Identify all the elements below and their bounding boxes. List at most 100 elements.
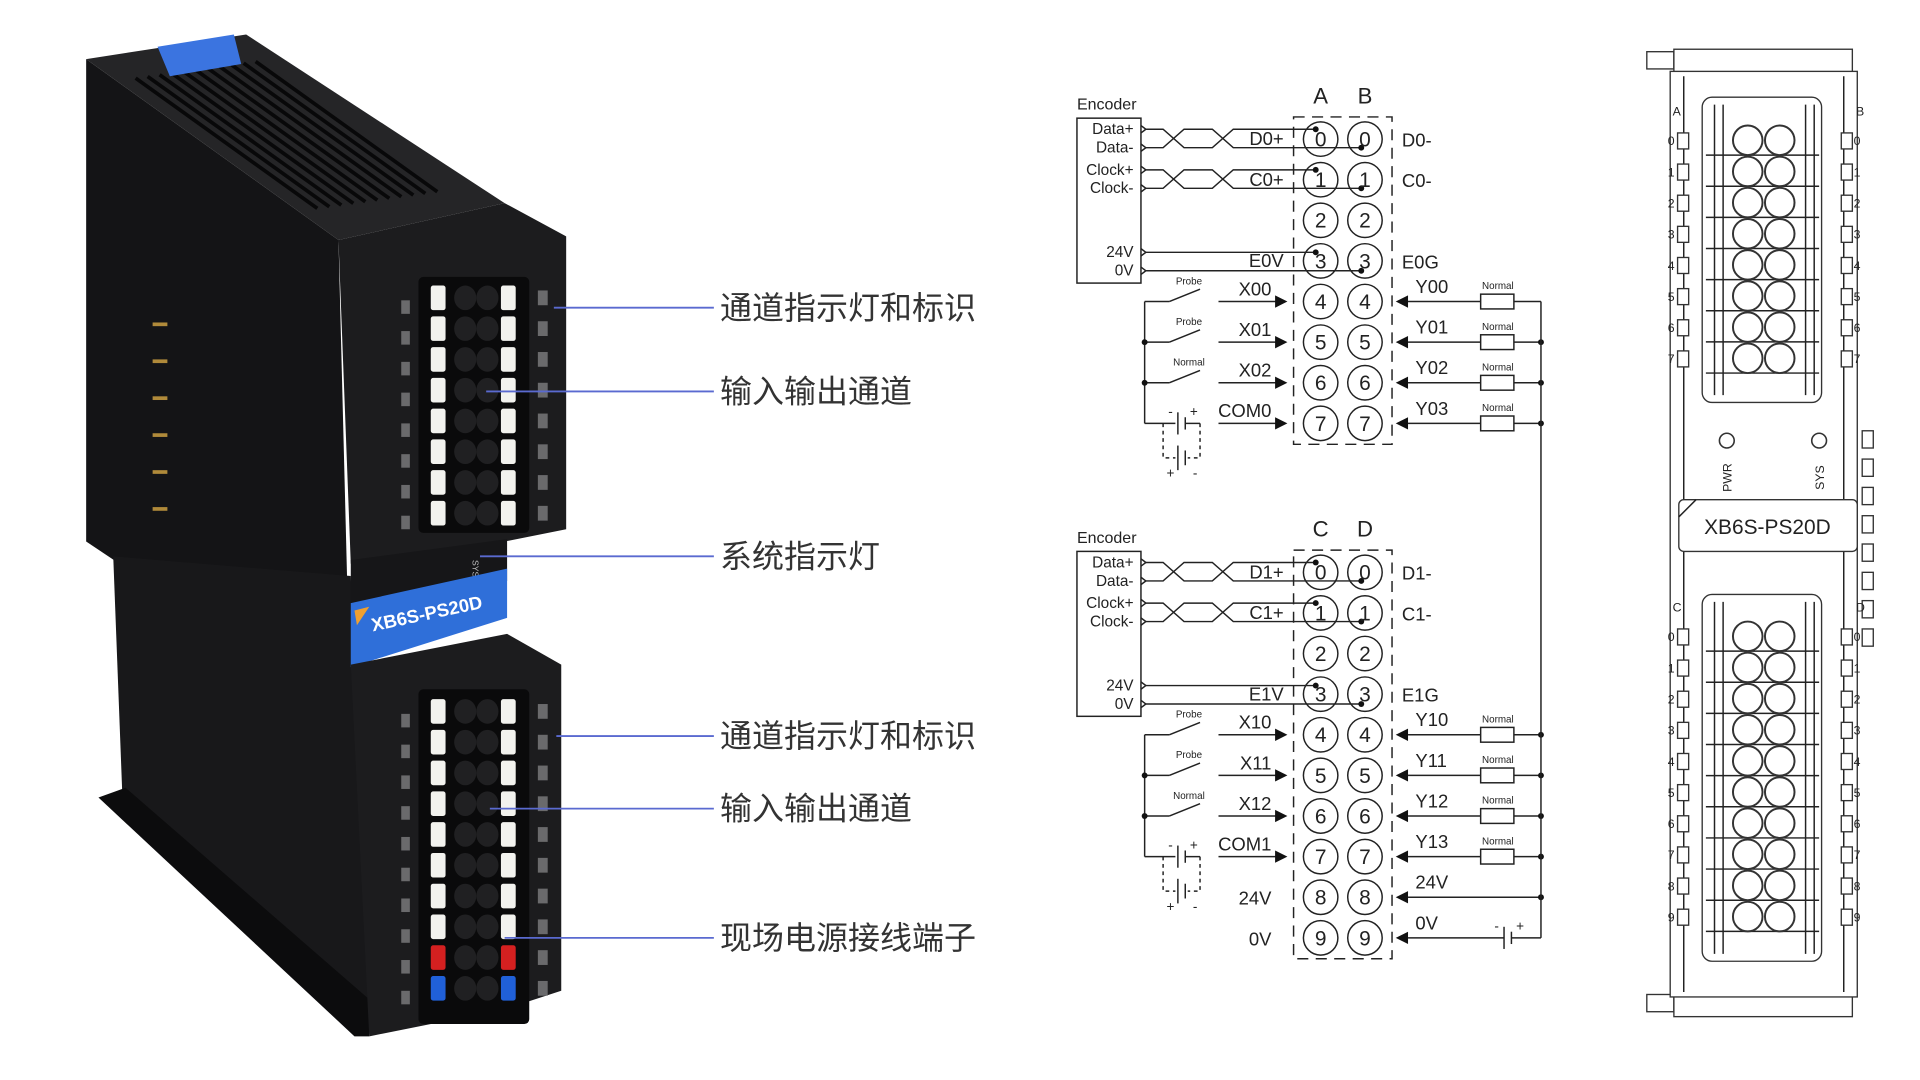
product-photo: SYS XB6S-PS20D <box>86 34 567 1037</box>
release-lever <box>500 791 516 817</box>
wire-entry <box>1731 186 1764 219</box>
terminal-number: 6 <box>1315 805 1327 828</box>
input-label: X01 <box>1239 319 1272 340</box>
release-lever <box>500 976 516 1001</box>
signal-label-right: E1G <box>1402 685 1439 706</box>
channel-led <box>401 836 410 851</box>
output-label: Y00 <box>1415 276 1448 297</box>
battery-minus: - <box>1193 899 1198 914</box>
switch-label: Probe <box>1176 317 1203 328</box>
release-lever <box>430 285 446 311</box>
release-lever <box>500 377 516 403</box>
release-lever <box>430 377 446 403</box>
wire-hole <box>454 852 477 878</box>
junction-dot <box>1141 772 1148 779</box>
channel-led <box>401 867 410 882</box>
load-resistor <box>1479 374 1515 391</box>
wire-hole <box>476 760 499 786</box>
wire-hole <box>454 408 477 434</box>
channel-number: 2 <box>1668 693 1675 707</box>
terminal-number: 7 <box>1359 413 1371 436</box>
channel-led <box>1840 132 1854 150</box>
output-label: Y01 <box>1415 317 1448 338</box>
wire-hole <box>454 760 477 786</box>
terminal <box>1302 121 1339 158</box>
channel-led <box>1840 659 1854 677</box>
vent-slat <box>254 60 439 194</box>
side-connector <box>1861 430 1874 449</box>
arrowhead <box>1395 931 1409 945</box>
encoder-title: Encoder <box>1077 530 1137 547</box>
release-lever <box>430 347 446 372</box>
terminal <box>1302 364 1339 401</box>
channel-led <box>1840 877 1854 895</box>
switch-contact <box>1168 803 1201 817</box>
wire-entry <box>1731 682 1764 715</box>
arrowhead <box>1275 417 1288 430</box>
channel-led <box>537 704 548 719</box>
arrowhead <box>1275 769 1288 782</box>
arrowhead <box>1275 295 1288 308</box>
release-clip <box>157 34 242 77</box>
channel-led <box>401 361 410 376</box>
side-connector <box>1861 515 1874 534</box>
wire-hole <box>454 500 477 526</box>
terminal-number: 3 <box>1315 684 1327 707</box>
release-lever <box>430 316 446 341</box>
column-letter: B <box>1856 105 1864 119</box>
twisted-pair-wire <box>1145 561 1362 582</box>
terminal <box>1302 242 1339 279</box>
release-lever <box>430 852 446 878</box>
signal-label-right: C0- <box>1402 170 1432 191</box>
terminal <box>1346 919 1383 956</box>
terminal-number: 2 <box>1315 210 1327 233</box>
channel-number: 5 <box>1854 786 1861 800</box>
gold-contact <box>152 322 168 327</box>
callouts: 通道指示灯和标识输入输出通道系统指示灯通道指示灯和标识输入输出通道现场电源接线端… <box>480 289 976 957</box>
channel-led <box>1676 287 1690 306</box>
wire-entry <box>1763 776 1796 808</box>
junction-dot <box>1358 701 1365 707</box>
output-label: Y02 <box>1415 357 1448 378</box>
channel-led <box>1840 846 1854 864</box>
encoder-pin <box>1140 165 1148 175</box>
wire-hole <box>454 729 477 755</box>
terminal <box>1346 635 1383 672</box>
wire-entry <box>1763 280 1796 312</box>
encoder-pin-label: Data+ <box>1092 554 1133 571</box>
terminal <box>1346 838 1383 875</box>
channel-led <box>1676 752 1690 771</box>
gold-contact <box>152 507 168 511</box>
release-lever <box>500 285 516 311</box>
channel-led <box>401 484 410 499</box>
wire-hole <box>454 822 477 847</box>
junction-dot <box>1141 339 1148 346</box>
switch-label: Normal <box>1173 791 1205 802</box>
release-lever <box>430 470 446 495</box>
channel-led <box>1676 225 1690 244</box>
callout-label: 系统指示灯 <box>720 537 880 575</box>
gold-contact <box>152 396 168 401</box>
junction-dot <box>1358 185 1365 192</box>
channel-led <box>1840 815 1854 833</box>
wire-hole <box>454 285 477 311</box>
channel-led <box>1840 783 1854 802</box>
terminal <box>1346 798 1383 834</box>
wire-entry <box>1763 713 1796 746</box>
load-resistor <box>1479 415 1515 432</box>
vent-slat <box>206 66 391 200</box>
arrowhead <box>1395 336 1409 349</box>
vent-slat <box>218 64 403 199</box>
terminal <box>1302 202 1339 239</box>
encoder-pin-label: Clock- <box>1090 180 1134 197</box>
terminal-number: 5 <box>1315 332 1327 355</box>
junction-dot <box>1312 126 1319 133</box>
channel-number: 0 <box>1668 134 1675 148</box>
wire-entry <box>1763 155 1796 188</box>
channel-led <box>1840 690 1854 708</box>
wire-entry <box>1731 838 1764 871</box>
channel-number: 1 <box>1854 661 1861 675</box>
terminal-number: 4 <box>1315 291 1327 314</box>
